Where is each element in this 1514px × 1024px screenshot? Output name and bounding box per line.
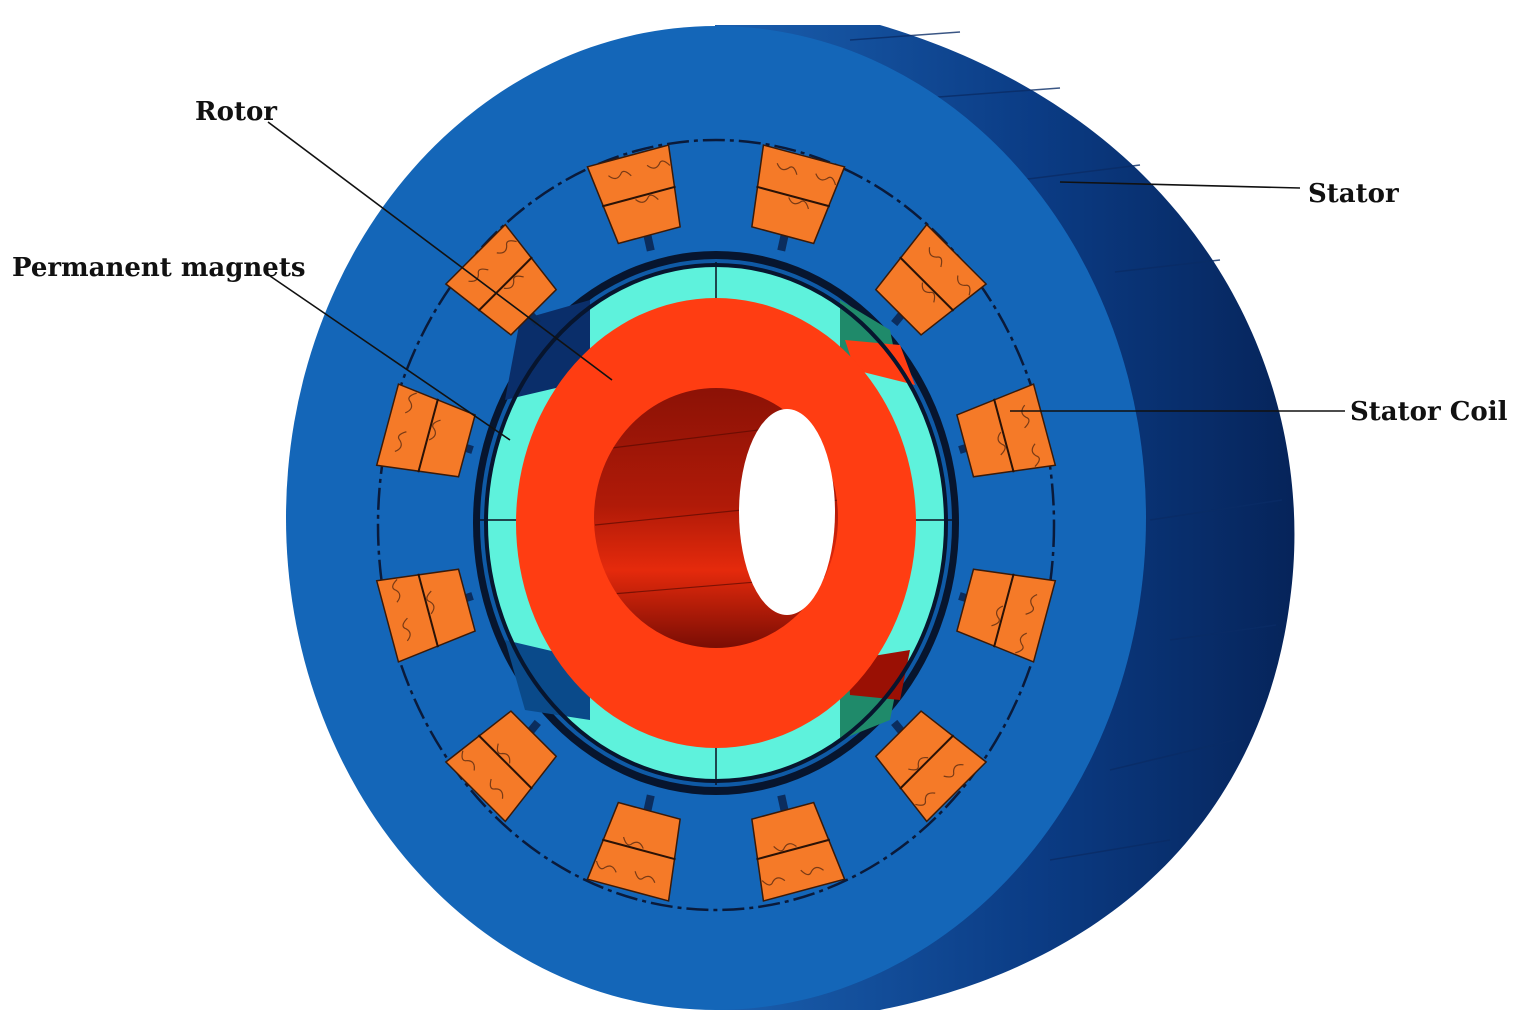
stator-coil-texture [489,778,504,799]
stator-coil-body [375,568,476,663]
stator-coil-texture [496,240,517,254]
stator-leader [1059,181,1301,189]
stator-coil-body [751,801,846,902]
rotor [516,298,916,748]
stator-coil [375,383,476,478]
rotor-label: Rotor [195,97,277,127]
rotor-bore-hole [739,409,835,615]
stator-coil-texture [1031,443,1040,467]
stator-coil [874,223,988,336]
stator-coil-texture [915,792,936,806]
stator-coil-divider [417,573,439,648]
stator-coil-texture [468,268,489,282]
stator-coil-texture [800,866,824,876]
stator-coil-divider [601,185,676,208]
stator-label: Stator [1308,179,1399,209]
stator-coil-body [586,801,681,902]
stator-coil-divider [993,398,1015,473]
stator-coil-texture [635,194,659,203]
leader-lines [267,121,1345,441]
stator-coil-divider [899,734,955,790]
stator-coil [444,223,558,336]
rotor-leader [267,121,613,381]
stator-coil-texture [773,843,797,852]
stator-coil [444,710,558,823]
stator-coil [874,710,988,823]
stator-coil-body [956,383,1057,478]
stator-coil-body [586,144,681,245]
stator-coil-body [444,223,558,336]
stator-coil-texture [776,163,798,175]
stator-coil [956,568,1057,663]
stator-coil-texture [908,756,929,771]
stator-coil-texture [608,170,632,180]
stator-coil [956,383,1057,478]
stator-coil-texture [503,275,524,290]
stator-coil-texture [1015,632,1027,654]
stator-coil-texture [928,247,943,268]
stator-coil [751,144,846,245]
stator-coil-texture [761,877,786,886]
stator-coil-divider [417,398,439,473]
stator-coil-texture [634,871,656,883]
stator-coil-texture [957,275,971,296]
stator-coil-texture [997,431,1006,456]
stator-coil-texture [428,419,441,441]
stator-coil-texture [402,617,411,642]
stator-coil-body [375,383,476,478]
stator-coil-divider [601,838,676,861]
stator-coil-texture [426,590,435,615]
stator-coil-divider [756,838,831,861]
stator-coil-label: Stator Coil [1350,397,1508,427]
stator-coil-divider [477,734,533,790]
stator-coil-texture [394,431,407,453]
stator-coil-texture [595,860,617,873]
permanent-magnets-label: Permanent magnets [12,253,306,283]
stator-coil-texture [405,392,417,414]
stator-coil-body [874,710,988,823]
stator-coil-texture [392,579,401,603]
stator-coil-divider [993,573,1015,648]
stator-coil-texture [991,605,1004,627]
stator-coil-texture [461,750,475,771]
stator-coil-texture [921,282,936,303]
stator-coil-texture [496,743,511,764]
stator-coil-body [956,568,1057,663]
stator-coil [751,801,846,902]
stator-coil-body [444,710,558,823]
stator-coil [375,568,476,663]
stator-coil-texture [1021,404,1030,429]
stator-coil-body [751,144,846,245]
stator-coils [375,144,1057,902]
stator-coil-texture [646,160,671,169]
stator-coil-texture [943,764,964,778]
permanent-magnets-leader [269,275,511,441]
stator-coil [586,144,681,245]
stator-coil-texture [1025,593,1038,615]
stator-coil-texture [622,836,644,849]
stator-coil [586,801,681,902]
stator-coil-divider [756,185,831,208]
stator-coil-divider [477,256,533,312]
stator-coil-texture [788,197,810,210]
stator-coil-texture [815,173,837,186]
stator-coil-body [874,223,988,336]
stator-coil-divider [899,256,955,312]
